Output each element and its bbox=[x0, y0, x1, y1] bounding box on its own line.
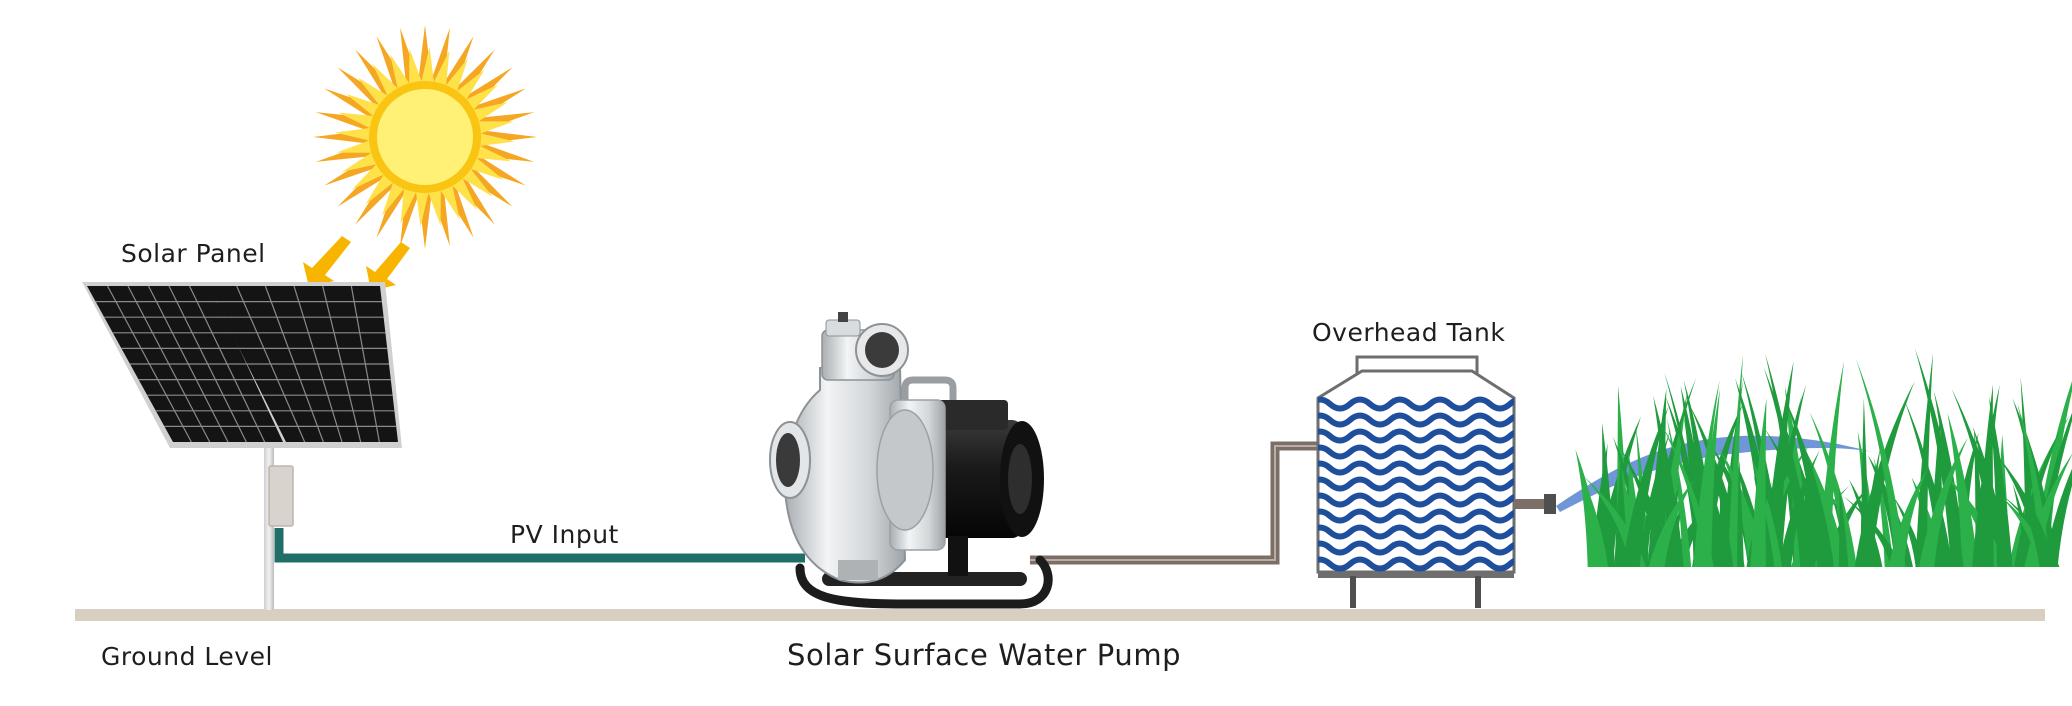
overhead-tank-label: Overhead Tank bbox=[1312, 318, 1505, 347]
grass-icon bbox=[1575, 348, 2072, 567]
panel-mount bbox=[264, 440, 294, 610]
ground-line bbox=[75, 609, 2045, 621]
pump-icon bbox=[769, 312, 1053, 609]
ground-level-label: Ground Level bbox=[101, 642, 273, 671]
pv-cable bbox=[274, 528, 805, 563]
pump-label: Solar Surface Water Pump bbox=[787, 638, 1181, 672]
tank-icon bbox=[1316, 355, 1556, 608]
solar-panel-label: Solar Panel bbox=[121, 239, 266, 268]
pv-input-label: PV Input bbox=[510, 520, 619, 549]
solar-panel-icon bbox=[82, 282, 402, 448]
sun-icon bbox=[313, 25, 537, 249]
